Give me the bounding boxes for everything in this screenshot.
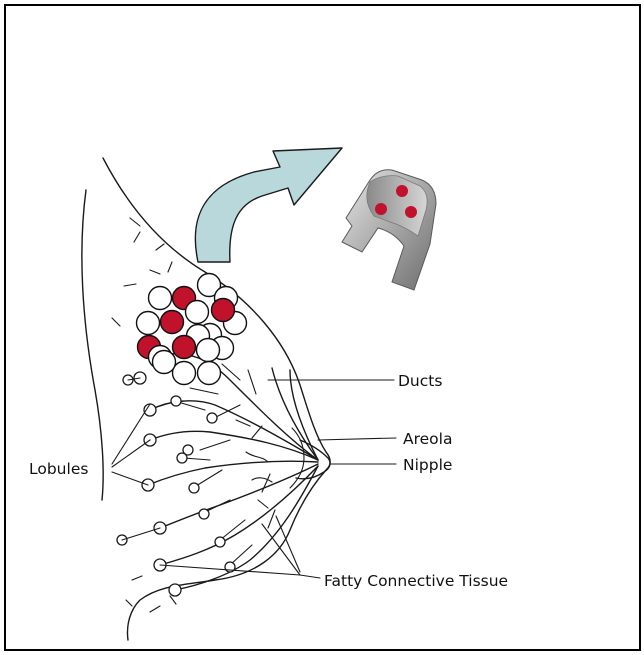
white-cell xyxy=(153,351,176,374)
white-cell xyxy=(198,362,221,385)
fatty-tissue-texture xyxy=(112,218,272,612)
label-areola: Areola xyxy=(403,430,452,448)
white-cell xyxy=(186,301,209,324)
duct-tube xyxy=(342,170,436,290)
label-fatty-connective-tissue: Fatty Connective Tissue xyxy=(324,572,508,590)
duct-network xyxy=(117,354,318,596)
red-cell xyxy=(173,336,196,359)
white-cell xyxy=(149,287,172,310)
label-nipple: Nipple xyxy=(403,456,452,474)
white-cell xyxy=(137,312,160,335)
red-cell xyxy=(212,299,235,322)
white-cell xyxy=(173,362,196,385)
label-lobules: Lobules xyxy=(29,460,88,478)
curved-arrow xyxy=(195,148,342,262)
cell-cluster xyxy=(137,274,247,385)
white-cell xyxy=(197,339,220,362)
label-ducts: Ducts xyxy=(398,372,442,390)
red-cell xyxy=(161,311,184,334)
